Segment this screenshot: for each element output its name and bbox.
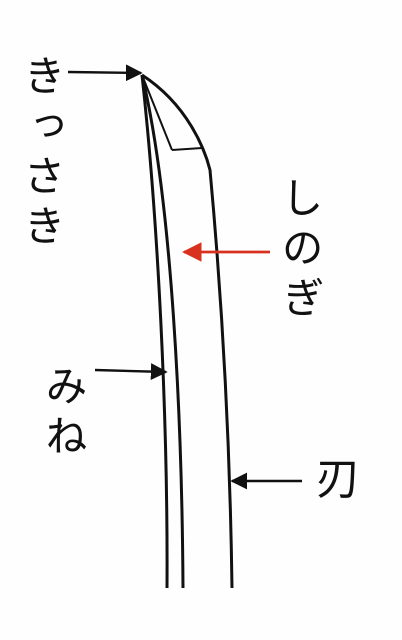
yokote-line — [171, 147, 203, 151]
shinogi-line — [140, 74, 185, 589]
ha-line — [141, 73, 234, 589]
shinogi-label: しのぎ — [275, 176, 324, 326]
kissaki-label: きっさき — [17, 54, 66, 254]
mune-arrow — [94, 363, 168, 380]
mune-label: みね — [39, 364, 88, 464]
ha-label: 刃 — [316, 454, 360, 505]
mune-line — [140, 74, 169, 589]
kissaki-arrow — [67, 64, 143, 82]
ko-shinogi-line — [141, 74, 173, 151]
